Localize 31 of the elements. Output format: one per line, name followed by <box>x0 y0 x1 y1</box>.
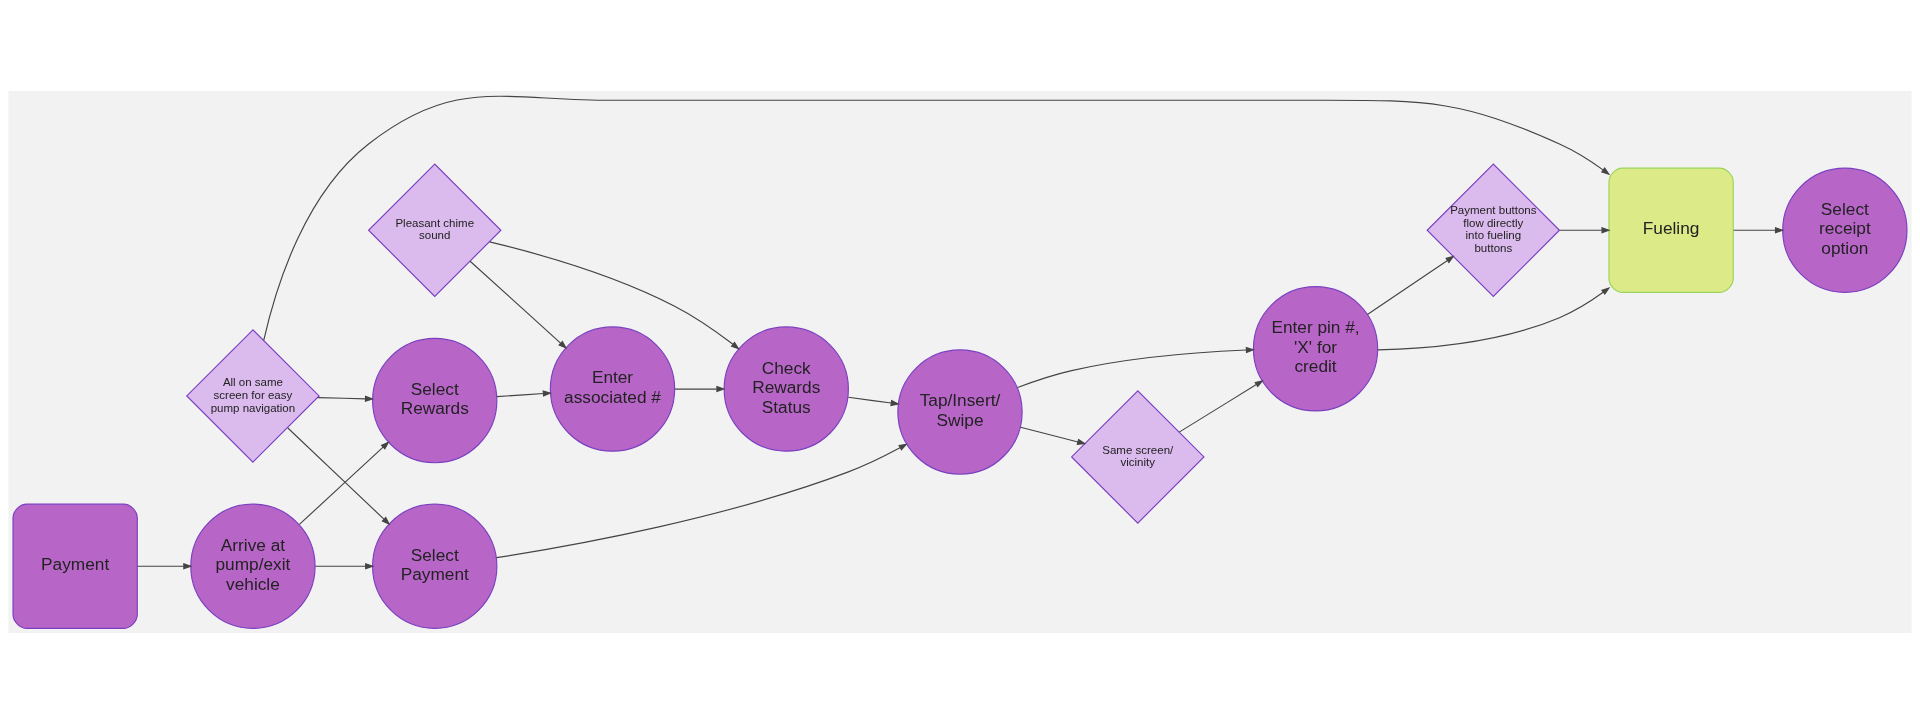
node-circle: Arrive at pump/exit vehicle <box>190 503 316 629</box>
arrow <box>298 440 390 525</box>
node-circle: Select receipt option <box>1782 167 1908 293</box>
node-diamond: Payment buttons flow directly into fueling buttons <box>1426 162 1561 297</box>
arrow <box>674 385 726 392</box>
arrow <box>469 260 568 349</box>
arrow <box>1733 226 1785 233</box>
arrow <box>287 426 391 525</box>
node-circle: Select Rewards <box>372 337 498 463</box>
arrow <box>1020 426 1087 445</box>
node-circle: Enter associated # <box>549 325 676 452</box>
arrow <box>1377 286 1611 350</box>
arrow <box>489 240 740 350</box>
arrow <box>317 395 375 402</box>
arrow <box>495 443 908 558</box>
arrow <box>1017 346 1256 388</box>
arrow <box>496 389 553 397</box>
node-diamond: Same screen/ vicinity <box>1070 389 1205 524</box>
node-diamond: All on same screen for easy pump navigation <box>185 328 320 463</box>
arrow <box>1559 226 1611 233</box>
arrow <box>1178 379 1264 433</box>
arrow <box>263 95 1611 341</box>
arrow <box>137 562 193 569</box>
node-diamond: Pleasant chime sound <box>367 162 502 297</box>
arrow <box>847 396 900 406</box>
node-box: Payment <box>12 503 138 629</box>
arrow <box>314 562 375 569</box>
arrow <box>1366 255 1455 315</box>
node-circle: Check Rewards Status <box>723 325 849 452</box>
node-circle: Select Payment <box>372 503 498 629</box>
node-box: Fueling <box>1608 167 1734 293</box>
